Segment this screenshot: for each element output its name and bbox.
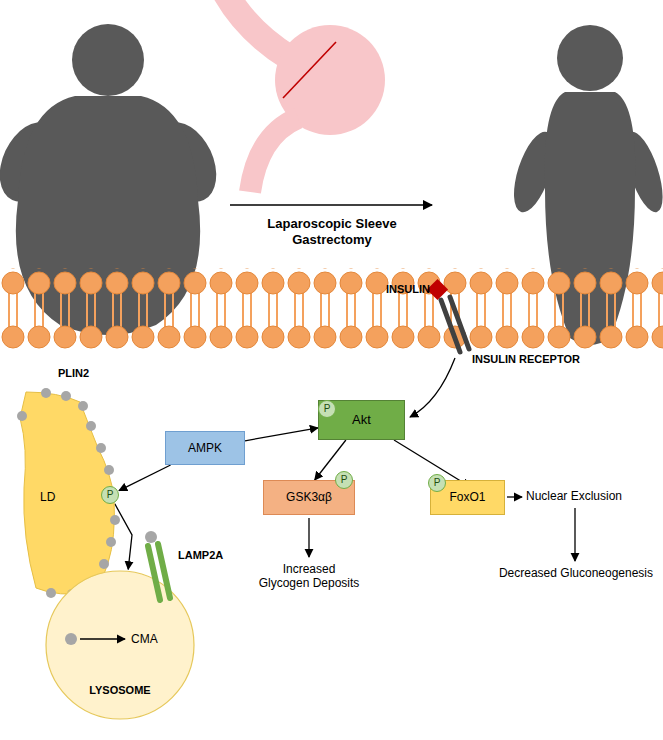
outcome-label: Decreased Gluconeogenesis bbox=[495, 566, 657, 580]
lamp2a-bar bbox=[158, 544, 170, 598]
esophagus bbox=[226, 0, 290, 58]
plin2-dot bbox=[110, 515, 120, 525]
signal-arrow bbox=[115, 504, 132, 570]
insulin-molecule bbox=[427, 279, 448, 300]
kinase-box: Akt P bbox=[318, 400, 405, 440]
node-text: Akt bbox=[352, 412, 371, 428]
node-text: GSK3αβ bbox=[286, 490, 332, 504]
plin2-dot bbox=[96, 443, 106, 453]
lysosome: CMA LYSOSOME bbox=[45, 570, 195, 720]
phospho-letter: P bbox=[341, 475, 348, 485]
procedure-arrow bbox=[230, 204, 432, 206]
node-text: FoxO1 bbox=[449, 490, 485, 504]
plin2-dot bbox=[46, 588, 56, 598]
phospho-marker: P bbox=[101, 486, 119, 504]
substrate-protein bbox=[65, 633, 77, 645]
effect-arrow bbox=[574, 508, 575, 561]
outcome-label: Nuclear Exclusion bbox=[526, 489, 641, 503]
node-text: AMPK bbox=[188, 441, 222, 455]
lipid-droplet: LD P bbox=[18, 388, 118, 598]
plin2-dot bbox=[61, 391, 71, 401]
effect-arrow bbox=[308, 518, 309, 557]
plin2-dot bbox=[41, 388, 51, 398]
head bbox=[557, 25, 623, 91]
transcription-factor-box: FoxO1 P bbox=[430, 480, 505, 515]
lysosome-shape bbox=[45, 570, 195, 720]
duodenum bbox=[250, 118, 298, 192]
kinase-box: AMPK bbox=[165, 431, 245, 465]
degradation-arrow bbox=[80, 638, 125, 639]
plin2-dot bbox=[17, 411, 27, 421]
bound-protein bbox=[145, 531, 157, 543]
plin2-dot bbox=[86, 421, 96, 431]
receptor-label: LAMP2A bbox=[178, 549, 248, 562]
signal-arrow bbox=[119, 465, 171, 491]
sleeve-cut-line bbox=[283, 42, 336, 98]
plin2-dot bbox=[99, 559, 109, 569]
signal-arrow bbox=[245, 428, 318, 441]
phospho-marker: P bbox=[318, 400, 336, 418]
kinase-box: GSK3αβP bbox=[263, 480, 355, 515]
plin2-dots bbox=[17, 388, 120, 599]
node-text: CMA bbox=[131, 632, 158, 646]
signal-arrow bbox=[410, 358, 455, 417]
procedure-label: Laparoscopic Sleeve Gastrectomy bbox=[262, 216, 402, 247]
phospho-letter: P bbox=[434, 478, 441, 488]
stomach-illustration bbox=[226, 0, 385, 192]
receptor-bar bbox=[450, 297, 469, 349]
receptor-bar bbox=[441, 300, 460, 352]
molecule-label: INSULIN bbox=[376, 283, 430, 296]
plin2-dot bbox=[78, 401, 88, 411]
receptor-label: INSULIN RECEPTOR bbox=[472, 353, 612, 366]
plin2-dot bbox=[104, 465, 114, 475]
plin2-dot bbox=[106, 537, 116, 547]
effect-arrow bbox=[507, 496, 522, 497]
outcome-label: Increased Glycogen Deposits bbox=[257, 562, 361, 591]
cell-membrane bbox=[0, 268, 663, 350]
phospho-letter: P bbox=[107, 490, 114, 500]
protein-label: PLIN2 bbox=[58, 367, 118, 380]
phospho-letter: P bbox=[324, 404, 331, 414]
head bbox=[72, 24, 144, 96]
node-text: LD bbox=[40, 490, 55, 504]
phospho-marker: P bbox=[428, 474, 446, 492]
node-text: LYSOSOME bbox=[45, 684, 195, 697]
phospho-marker: P bbox=[335, 471, 353, 489]
